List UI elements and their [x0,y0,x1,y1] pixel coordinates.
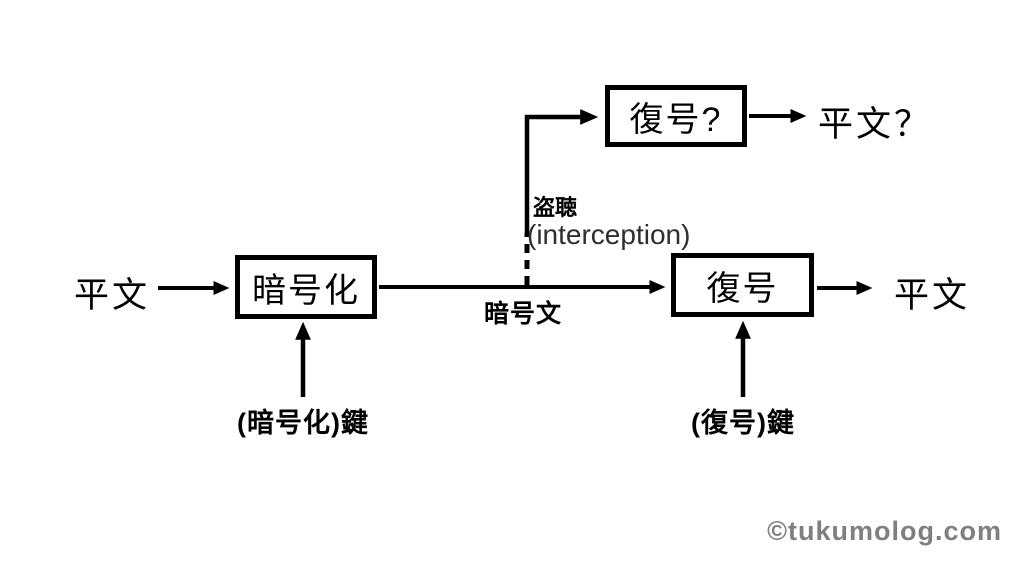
decrypt-key-label: (復号)鍵 [691,408,795,438]
decrypt-box: 復号 [671,253,814,317]
plaintext-left-label: 平文 [73,276,150,315]
intercept-decrypt-box: 復号? [605,85,747,147]
encrypt-key-label: (暗号化)鍵 [237,408,369,438]
watermark: ©tukumolog.com [767,516,1002,546]
encrypt-box: 暗号化 [235,255,377,319]
interception-label: (interception) [527,219,691,250]
ciphertext-label: 暗号文 [484,300,563,328]
eavesdrop-label: 盗聴 [533,195,578,220]
plaintext-right-label: 平文 [893,276,970,315]
plaintext-question-label: 平文？ [818,105,933,144]
arrow-tap-to-intercept-box [524,109,599,233]
